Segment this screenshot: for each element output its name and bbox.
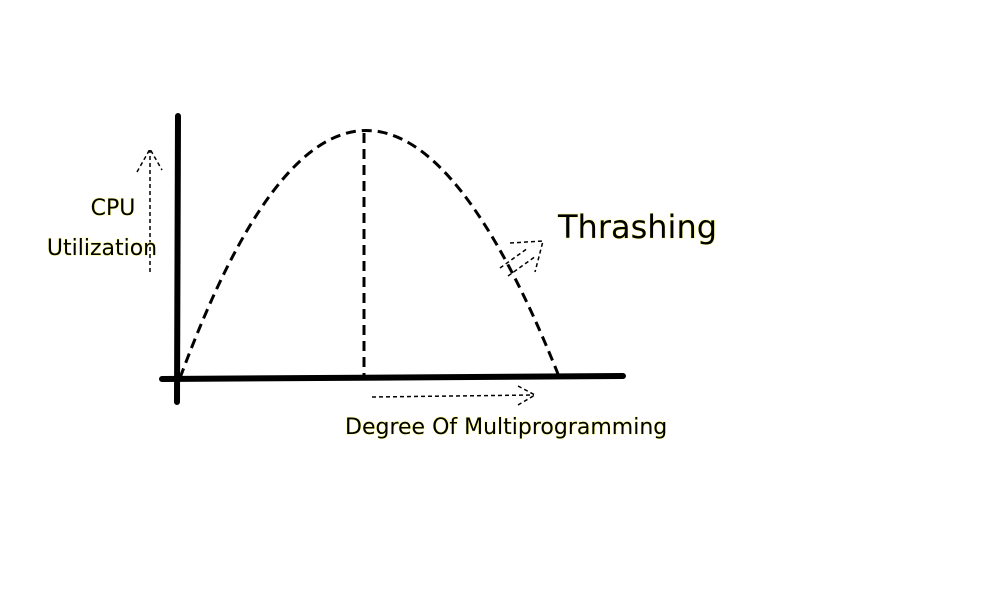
arrow-right-icon [371,385,537,406]
cpu-utilization-curve [178,129,560,379]
y-axis [174,113,181,405]
x-axis-label: Degree Of Multiprogramming [345,415,667,440]
x-axis [159,373,626,382]
arrow-up-icon [136,147,163,272]
thrashing-label: Thrashing [557,208,717,246]
y-axis-label-line2: Utilization [47,236,157,261]
double-arrow-up-right-icon [499,240,544,277]
y-axis-label-line1: CPU [91,196,136,221]
